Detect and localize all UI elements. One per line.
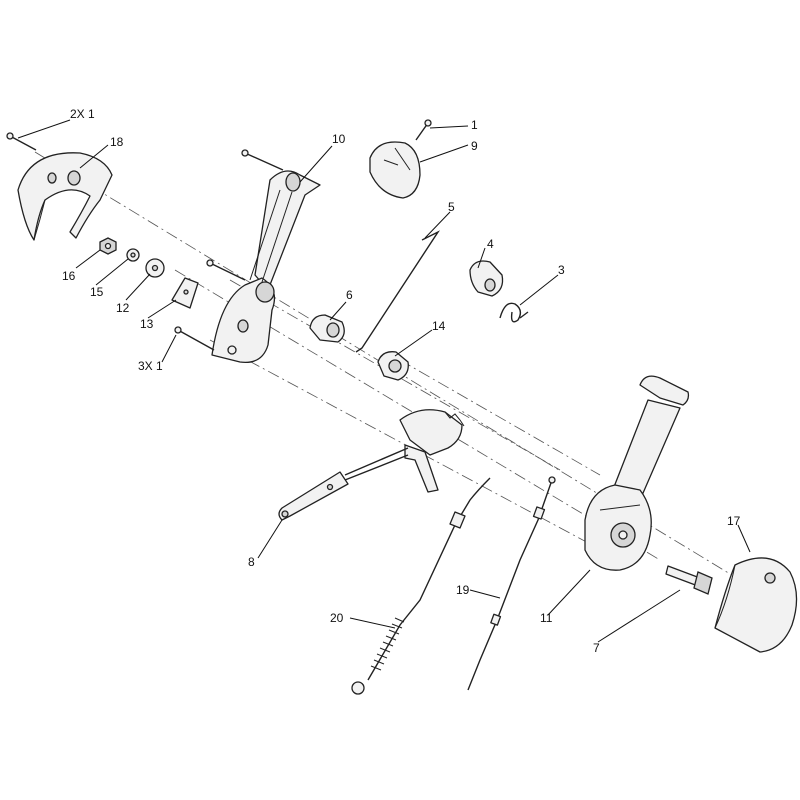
callout-6: 6 xyxy=(346,288,353,302)
callout-2x1: 2X 1 xyxy=(70,107,95,121)
callout-5: 5 xyxy=(448,200,455,214)
callout-11: 11 xyxy=(540,611,553,625)
callout-4: 4 xyxy=(487,237,494,251)
callout-3: 3 xyxy=(558,263,565,277)
part-5-rod xyxy=(355,230,441,353)
callout-17: 17 xyxy=(727,514,741,528)
screw-lever-mid xyxy=(206,259,246,281)
callout-10: 10 xyxy=(332,132,346,146)
part-15-washer xyxy=(126,248,140,262)
callout-3x1: 3X 1 xyxy=(138,359,163,373)
part-4-pawl xyxy=(469,260,504,297)
leader-lines xyxy=(17,119,751,643)
part-20-cable-spring xyxy=(351,477,491,695)
screw-cap-top xyxy=(415,119,432,141)
part-17-right-cover xyxy=(714,557,798,653)
part-19-cable xyxy=(467,476,556,691)
callout-9: 9 xyxy=(471,139,478,153)
callout-13: 13 xyxy=(140,317,154,331)
screw-lever-low xyxy=(174,326,215,351)
part-18-left-cover xyxy=(17,152,113,241)
part-16-nut xyxy=(99,237,117,255)
part-10-lever-arm xyxy=(211,170,321,364)
screw-lever-top xyxy=(241,149,284,171)
part-3-spring xyxy=(499,302,529,323)
part-13-plate xyxy=(171,277,199,309)
callout-12: 12 xyxy=(116,301,130,315)
part-7-bolt xyxy=(665,565,713,595)
callout-19: 19 xyxy=(456,583,470,597)
callout-7: 7 xyxy=(593,641,600,655)
part-8-shift-rod xyxy=(278,409,465,521)
callout-14: 14 xyxy=(432,319,446,333)
part-11-shift-lever xyxy=(584,375,690,571)
part-12-washer xyxy=(145,258,165,278)
callout-15: 15 xyxy=(90,285,104,299)
part-6-bushing xyxy=(309,314,345,343)
callout-16: 16 xyxy=(62,269,76,283)
callout-labels: 2X 1 18 10 1 9 5 4 3 16 15 12 13 6 14 3X… xyxy=(62,107,741,655)
callout-18: 18 xyxy=(110,135,124,149)
screw-upper-left xyxy=(6,132,37,151)
callout-20: 20 xyxy=(330,611,344,625)
part-14-clip xyxy=(377,351,409,381)
callout-1: 1 xyxy=(471,118,478,132)
callout-8: 8 xyxy=(248,555,255,569)
part-9-cap xyxy=(369,141,421,199)
